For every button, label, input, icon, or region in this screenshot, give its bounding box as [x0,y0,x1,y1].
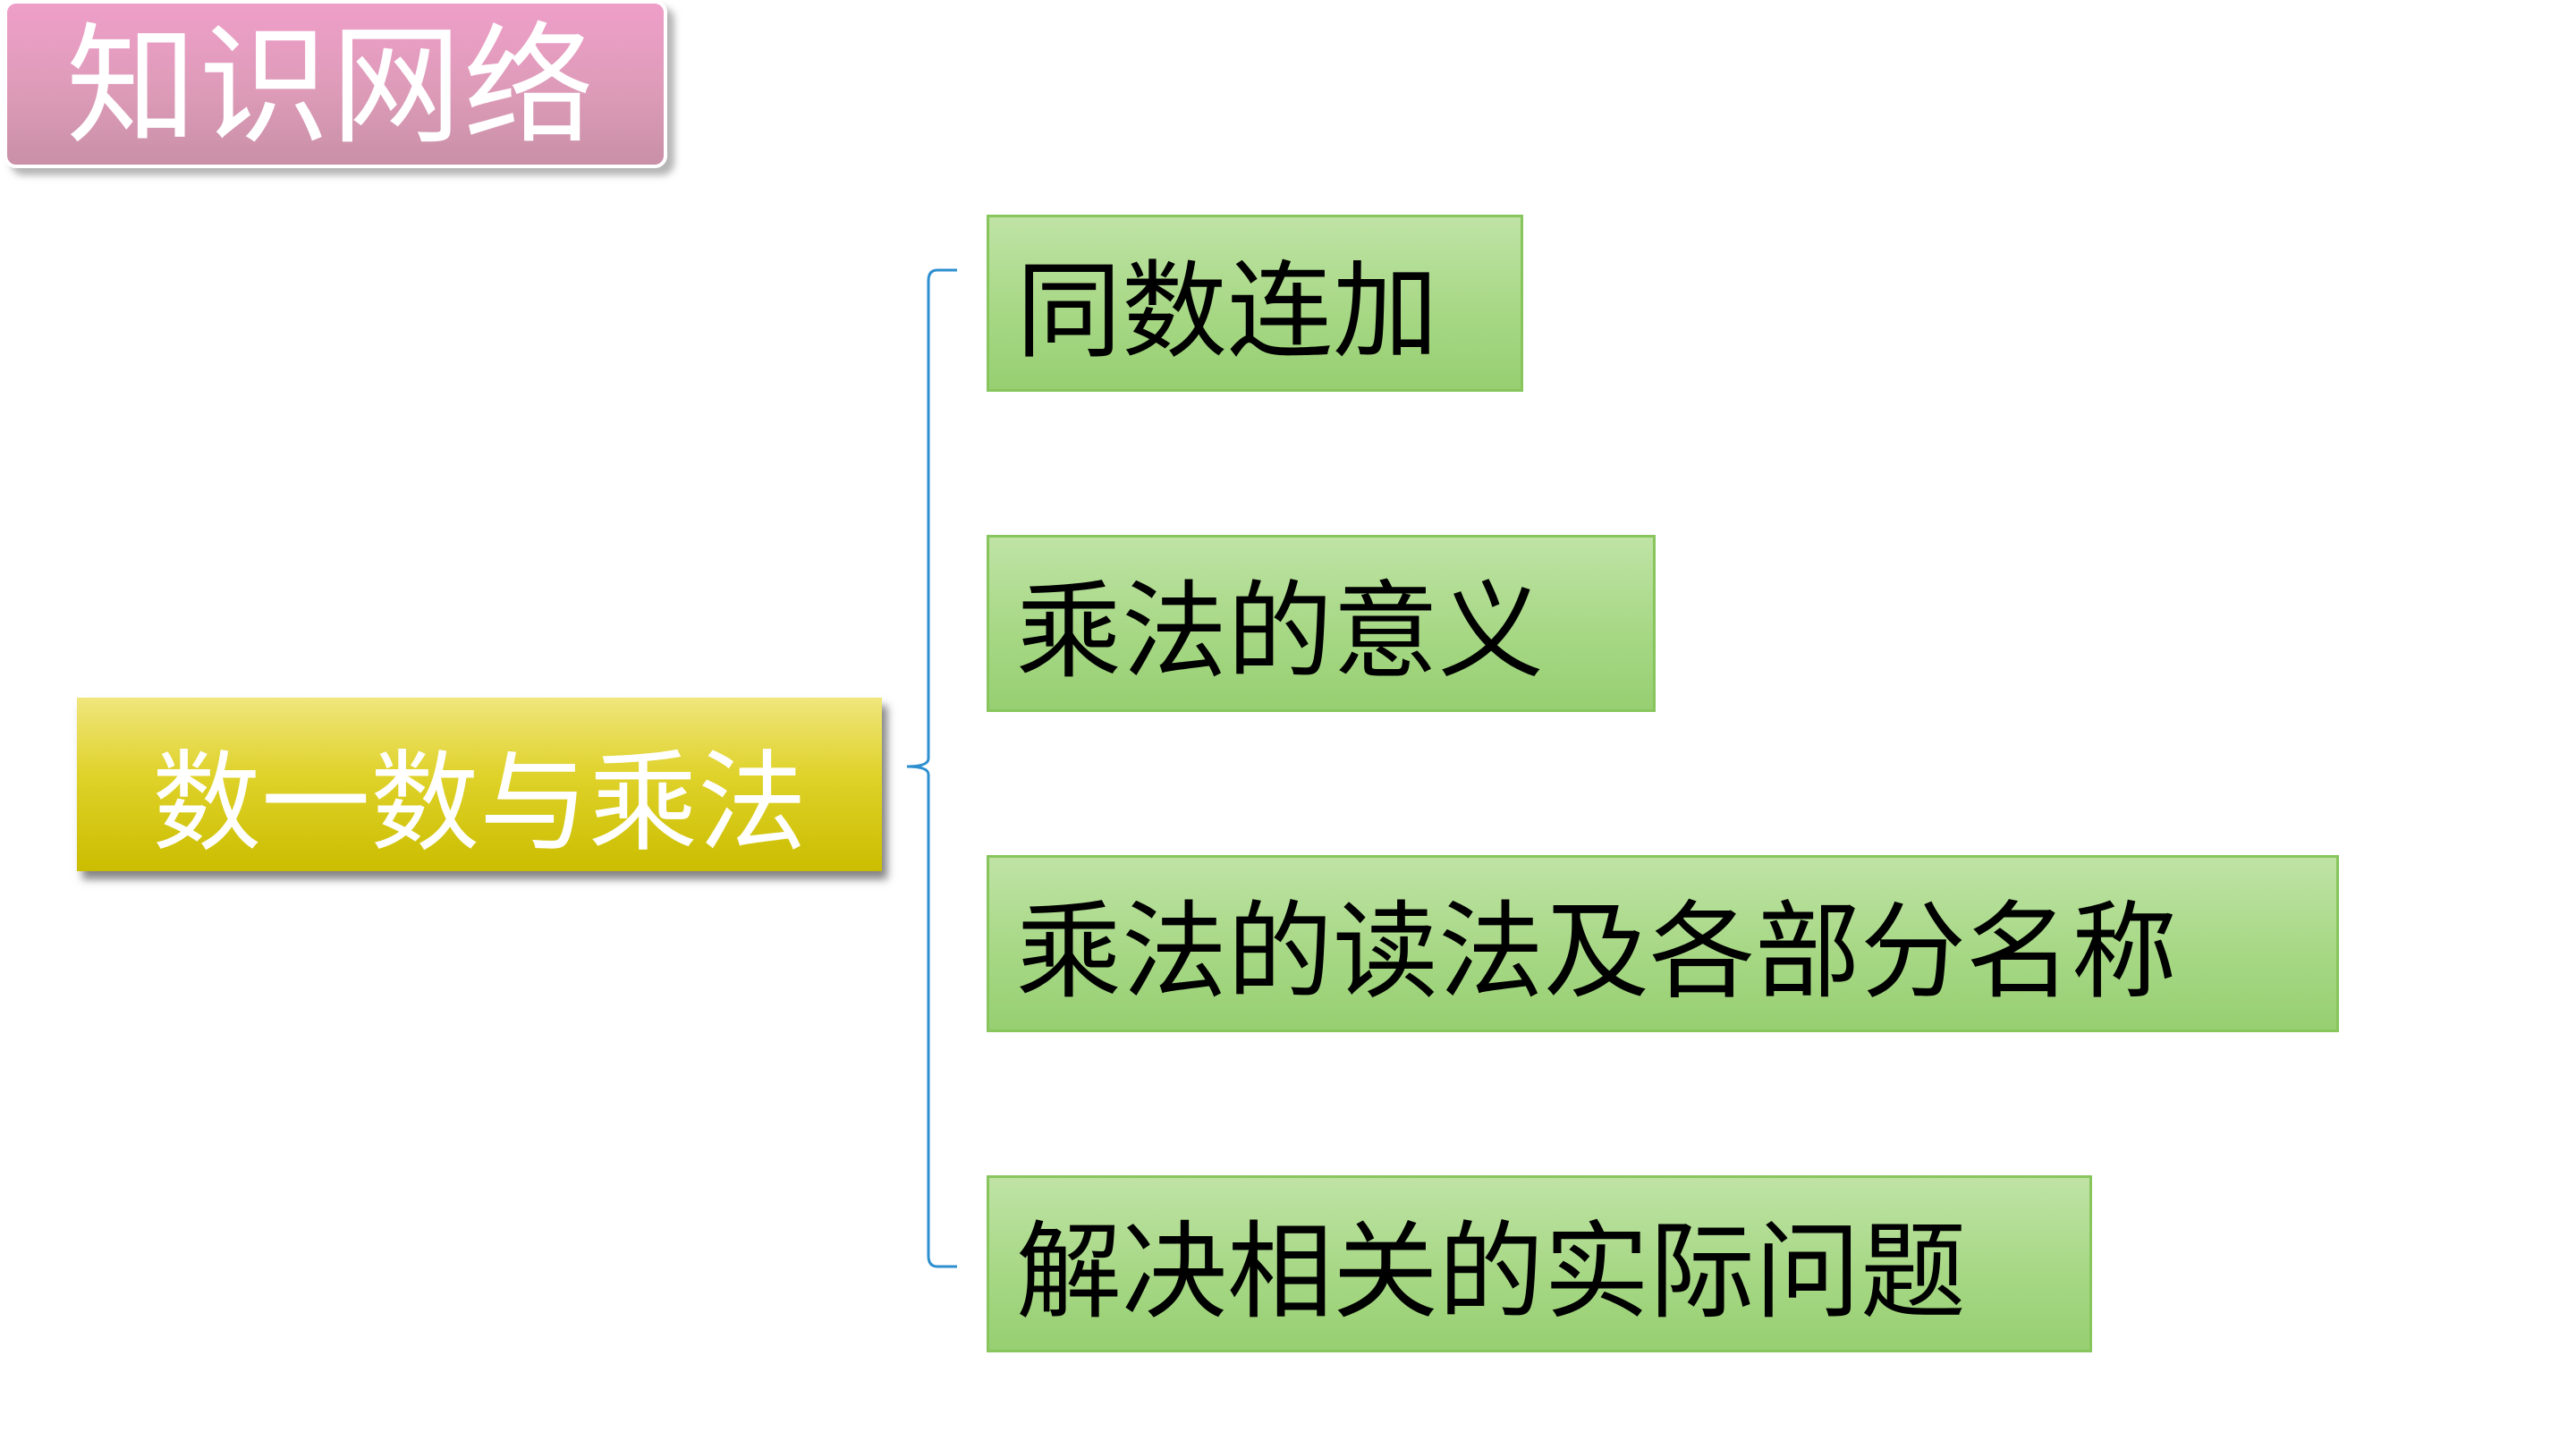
branch-node-label: 解决相关的实际问题 [1016,1210,1967,1334]
bracket-connector [906,268,957,1268]
root-node-label: 数一数与乘法 [152,739,807,867]
branch-node-label: 同数连加 [1016,250,1439,373]
branch-node-label: 乘法的意义 [1016,570,1545,693]
branch-node: 解决相关的实际问题 [987,1175,2092,1352]
branch-node: 乘法的读法及各部分名称 [987,855,2339,1032]
branch-node: 乘法的意义 [987,535,1656,712]
branch-node: 同数连加 [987,215,1523,392]
root-node: 数一数与乘法 [77,698,882,871]
title-banner: 知识网络 [4,0,667,168]
branch-node-label: 乘法的读法及各部分名称 [1016,890,2178,1013]
slide-title: 知识网络 [66,11,596,163]
